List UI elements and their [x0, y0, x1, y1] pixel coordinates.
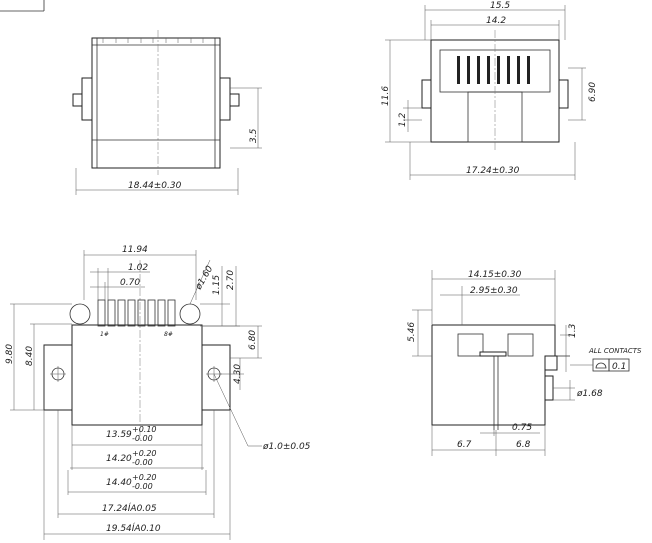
side-height: 5.46: [407, 322, 417, 342]
w1-tol-up: +0.10: [132, 425, 157, 434]
w3-base: 14.40: [106, 478, 132, 488]
front-height-dim: 3.5: [249, 128, 259, 143]
dim-430: 4.30: [233, 364, 243, 384]
title-box-fragment: [0, 0, 45, 12]
height-980: 9.80: [5, 344, 15, 364]
pitch: 1.02: [128, 263, 148, 273]
side-dim-13: 1.3: [568, 323, 578, 338]
front-view: 18.44±0.30 3.5: [72, 30, 262, 195]
side-view: 14.15±0.30 2.95±0.30 5.46 1.3 ALL CONTAC…: [407, 270, 642, 456]
top-height: 11.6: [381, 86, 391, 106]
pitch-total: 11.94: [122, 245, 148, 255]
all-contacts-label: ALL CONTACTS: [588, 347, 642, 355]
w2-tol-dn: -0.00: [132, 458, 153, 467]
side-top-dim: 2.95±0.30: [470, 286, 518, 296]
dim-270: 2.70: [226, 270, 236, 290]
w2-tol-up: +0.20: [132, 449, 157, 458]
pin8-label: 8#: [164, 331, 173, 338]
side-dim-075: 0.75: [512, 423, 532, 433]
flatness-frame: [570, 358, 630, 372]
front-width-dim: 18.44±0.30: [128, 181, 182, 191]
w5-dim: 19.54ÍA0.10: [106, 522, 161, 534]
post-dia: ø1.68: [576, 389, 603, 399]
post-hole-dim: ø1.0±0.05: [262, 442, 311, 452]
w3-tol-dn: -0.00: [132, 482, 153, 491]
pin-width: 0.70: [120, 278, 140, 288]
side-length: 14.15±0.30: [468, 270, 522, 280]
side-dim-67: 6.7: [457, 440, 472, 450]
top-right-view: 15.5 14.2 11.6 1.2 6.90 17.24±0.30: [381, 1, 598, 180]
top-base-width: 17.24±0.30: [466, 166, 520, 176]
w1-base: 13.59: [106, 430, 132, 440]
dim-115: 1.15: [212, 275, 222, 295]
top-overall-width: 15.5: [490, 1, 510, 11]
top-depth: 6.90: [588, 82, 598, 102]
pin-row: [97, 299, 176, 327]
side-dim-68: 6.8: [516, 440, 531, 450]
footprint-view: 1# 8# 11.94 1.02 0.70 ø1.60 1.15 2.70 9.…: [5, 245, 311, 540]
top-inner-width: 14.2: [486, 16, 506, 26]
height-840: 8.40: [25, 346, 35, 366]
w2-base: 14.20: [106, 454, 132, 464]
flatness-value: 0.1: [612, 362, 626, 372]
w1-tol-dn: -0.00: [132, 434, 153, 443]
contact-slots: [457, 56, 530, 84]
w3-tol-up: +0.20: [132, 473, 157, 482]
top-offset: 1.2: [398, 112, 408, 127]
dim-680: 6.80: [248, 330, 258, 350]
w4-dim: 17.24ÍA0.05: [102, 502, 157, 514]
pin1-label: 1#: [100, 331, 109, 338]
